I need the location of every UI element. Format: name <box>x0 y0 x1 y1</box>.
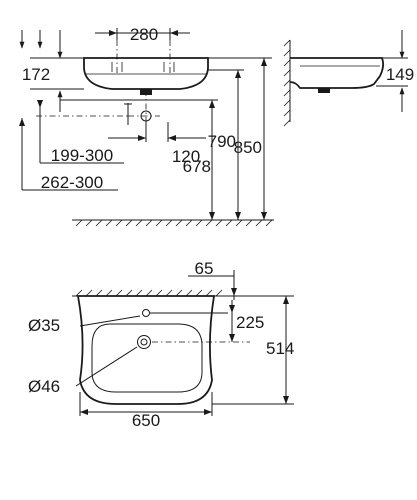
dim-280: 280 <box>130 25 158 44</box>
dim-850: 850 <box>234 138 262 157</box>
dim-149: 149 <box>386 65 414 84</box>
side-elevation-view: 149 <box>283 30 414 127</box>
dim-225: 225 <box>236 313 264 332</box>
dim-790: 790 <box>208 132 236 151</box>
drain-icon <box>137 335 151 349</box>
dim-262-300: 262-300 <box>41 173 103 192</box>
dim-65: 65 <box>195 259 214 278</box>
basin-side-outline <box>289 57 385 89</box>
dim-678: 678 <box>183 157 211 176</box>
dim-172: 172 <box>22 65 50 84</box>
plan-view: Ø35 Ø46 65 225 514 650 <box>28 259 294 430</box>
dim-120: 120 <box>172 147 200 166</box>
dim-514: 514 <box>266 339 294 358</box>
basin-plan-outline <box>76 295 216 405</box>
basin-bowl-outline <box>91 323 203 393</box>
tap-hole-icon <box>142 309 150 317</box>
front-elevation-view: 280 172 120 199-300 262-300 <box>19 25 274 227</box>
dim-dia-46: Ø46 <box>28 377 60 396</box>
dim-650: 650 <box>132 411 160 430</box>
dim-dia-35: Ø35 <box>28 316 60 335</box>
basin-front-outline <box>83 57 209 90</box>
dim-199-300: 199-300 <box>51 146 113 165</box>
